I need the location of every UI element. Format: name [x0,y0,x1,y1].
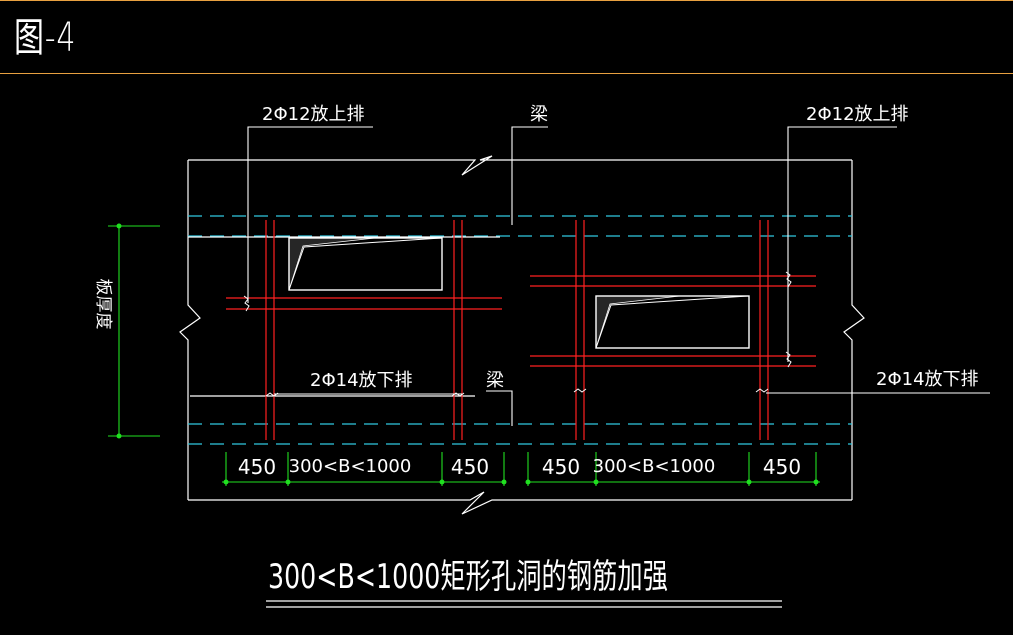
callout-beam-bottom: 梁 [486,370,504,391]
dim-right-1: 450 [542,455,580,479]
dimension-ticks [116,223,819,485]
rebar-hooks [243,271,792,397]
callout-bottom-left: 2Φ14放下排 [310,370,413,391]
drawing-title: 300<B<1000矩形孔洞的钢筋加强 [268,557,668,597]
callout-top-left: 2Φ12放上排 [262,104,365,125]
callout-beam-top: 梁 [530,104,548,125]
dim-right-2: 300<B<1000 [593,456,716,477]
slab-thickness-label: 板厚度 [93,279,113,330]
callout-top-right: 2Φ12放上排 [806,104,909,125]
callout-bottom-right: 2Φ14放下排 [876,369,979,390]
dim-left-1: 450 [238,455,276,479]
left-opening [288,237,443,291]
dim-left-3: 450 [451,455,489,479]
leader-lines [247,126,990,426]
dim-left-2: 300<B<1000 [289,456,412,477]
slab-outline [179,155,865,515]
slab-dashed-lines [188,215,852,445]
dim-right-3: 450 [763,455,801,479]
figure-label: 图-4 [14,15,77,61]
header-bar: 图-4 [0,0,1013,74]
beam-lines [188,236,500,397]
right-opening [595,295,750,349]
title-underline [266,600,782,608]
rebar-lines [226,220,816,440]
